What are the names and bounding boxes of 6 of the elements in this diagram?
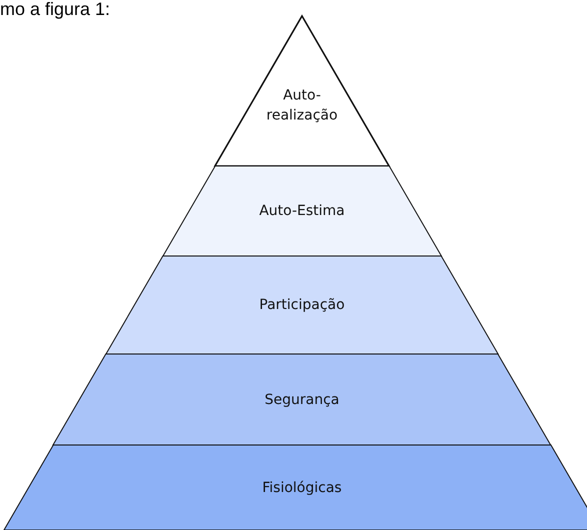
caption-text: mo a figura 1: <box>0 0 110 20</box>
tier-label: Segurança <box>264 390 340 410</box>
tier-label: Fisiológicas <box>262 478 342 498</box>
tier-label: Auto- realização <box>265 86 339 126</box>
tier-label: Auto-Estima <box>259 202 345 221</box>
tier-label: Participação <box>259 296 345 315</box>
